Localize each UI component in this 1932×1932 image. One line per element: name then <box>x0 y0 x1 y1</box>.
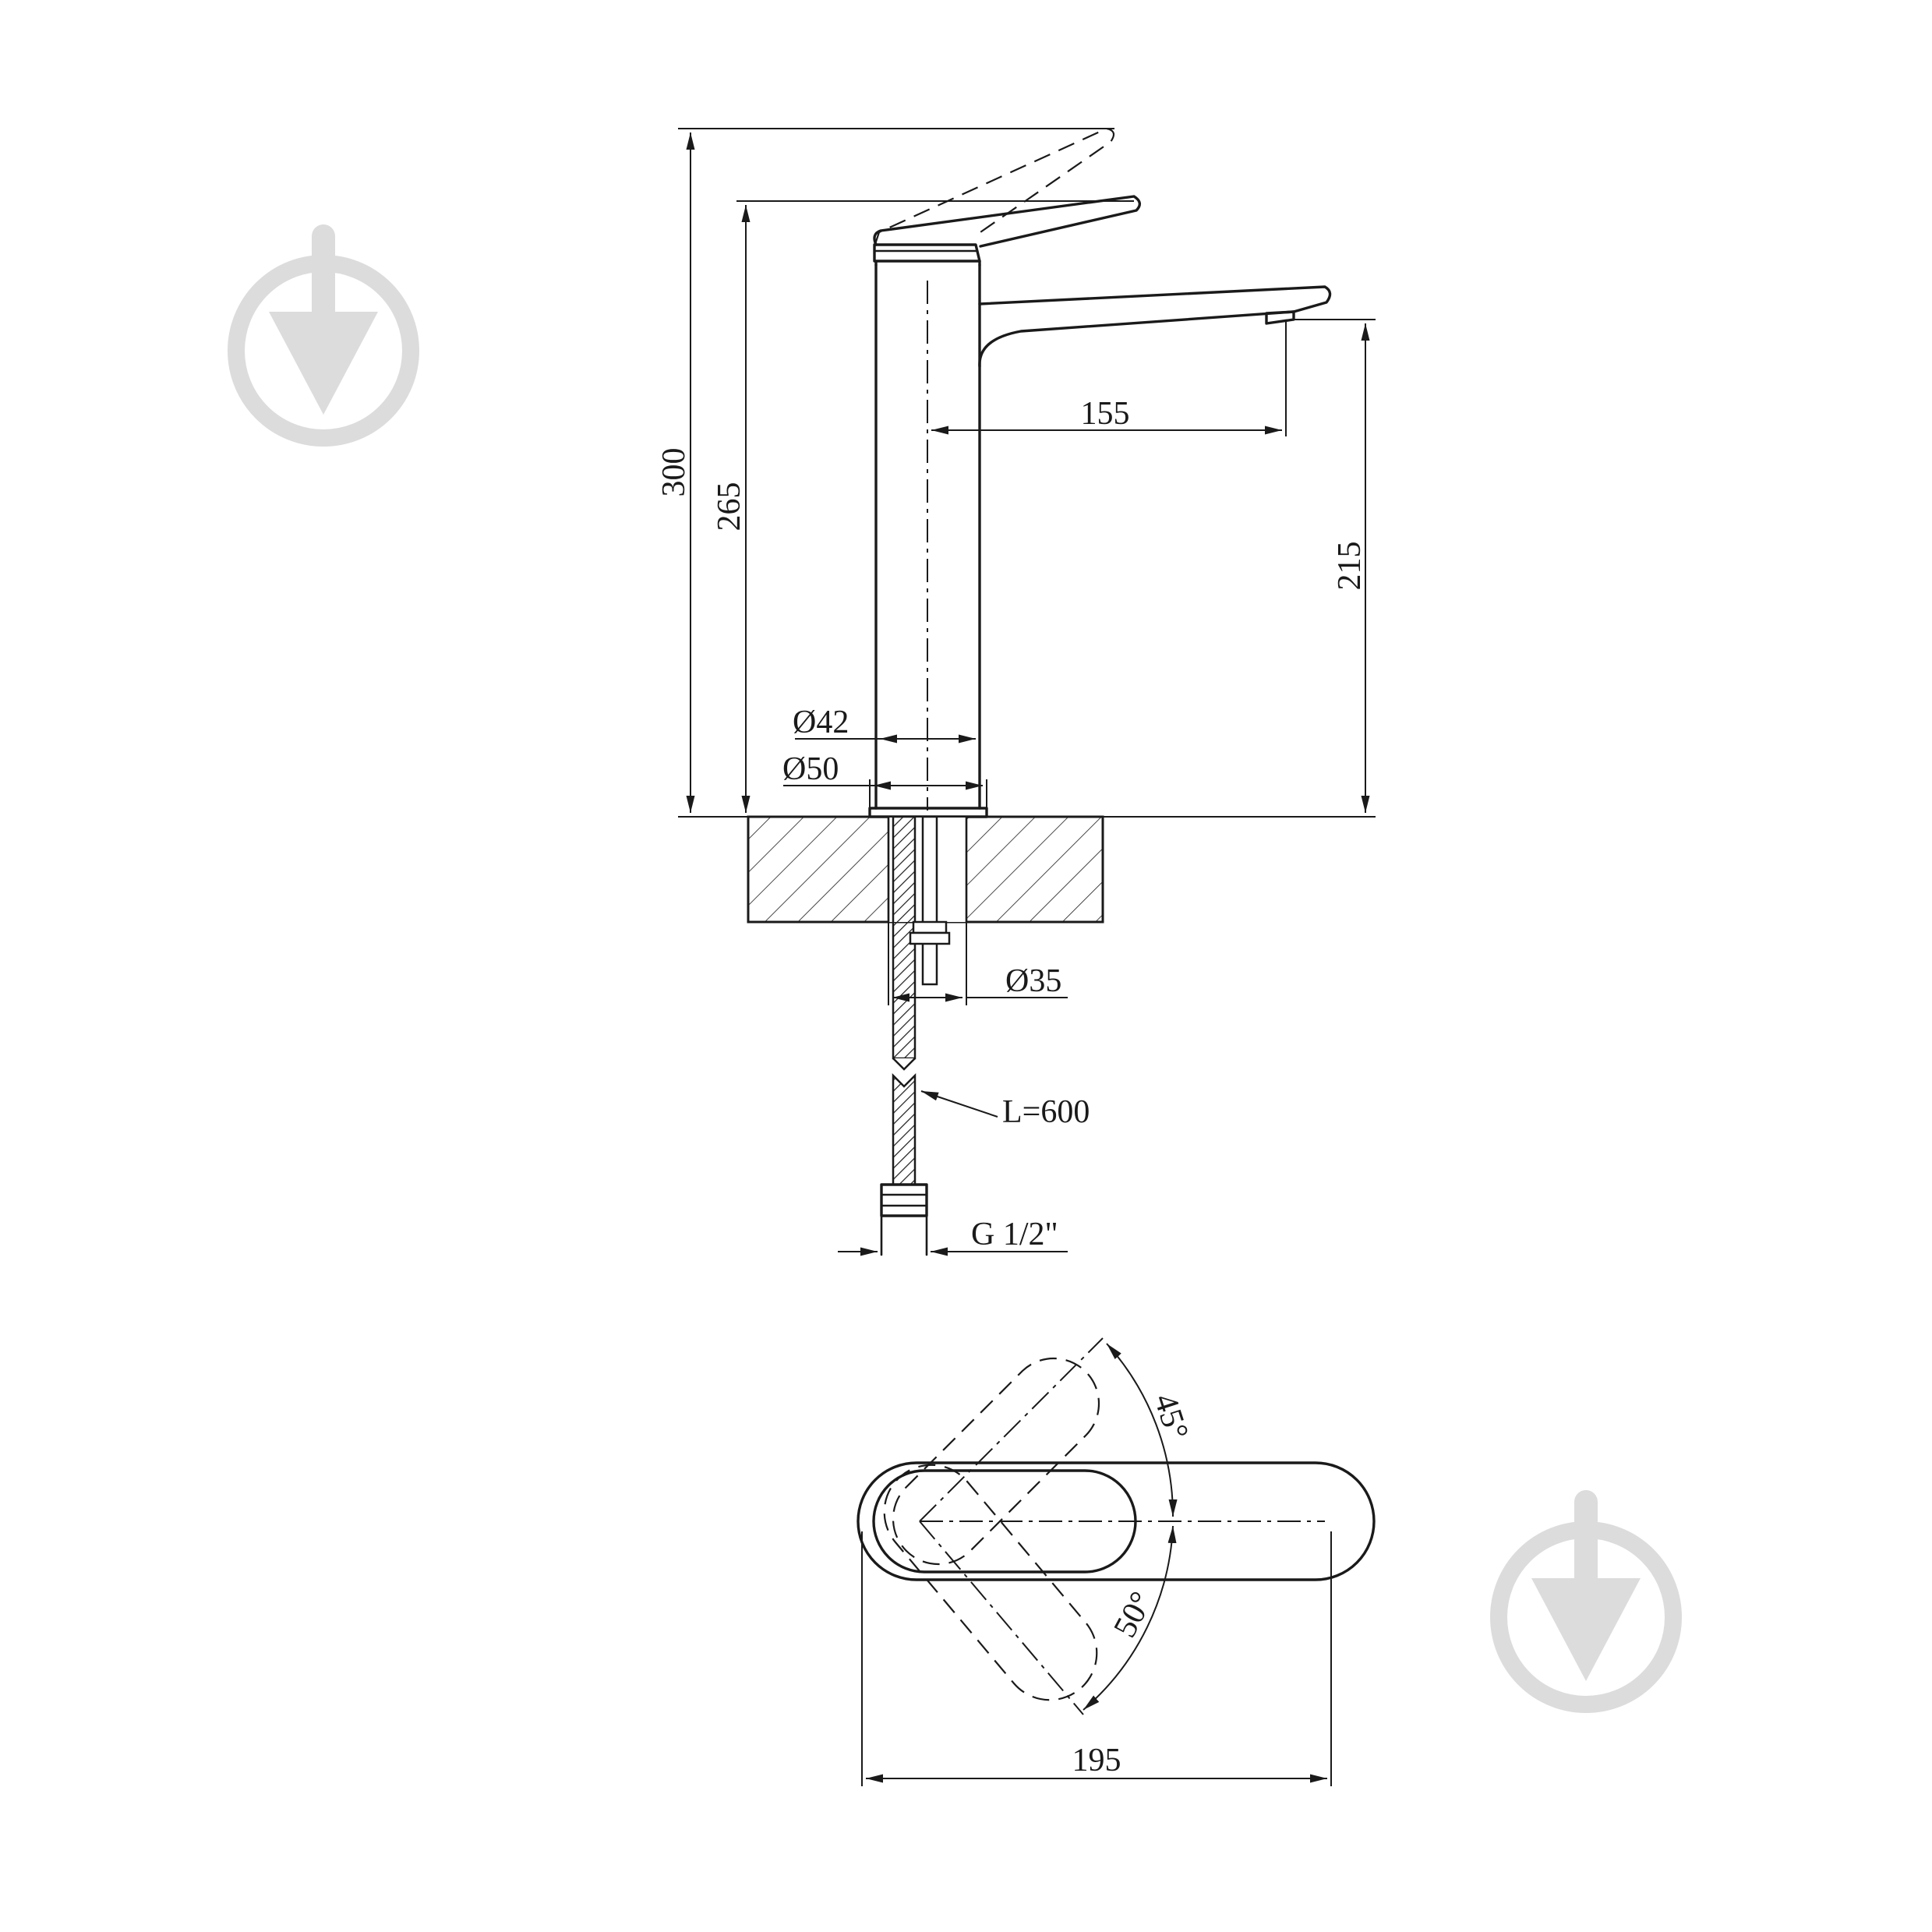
dim-spout-height: 215 <box>1332 542 1368 591</box>
dim-hose-length: L=600 <box>1002 1094 1090 1130</box>
dim-lever-angle-down: 50° <box>1107 1586 1160 1644</box>
dim-lever-angle-up: 45° <box>1146 1390 1195 1444</box>
supply-hose <box>880 815 951 1256</box>
dim-body-diameter: Ø42 <box>793 705 849 740</box>
dim-handle-height: 265 <box>712 482 747 532</box>
watermark-logo-icon <box>228 224 419 447</box>
dim-plan-width: 195 <box>1072 1743 1121 1778</box>
dim-connection-thread: G 1/2" <box>971 1217 1058 1252</box>
faucet-side-view <box>868 127 1332 818</box>
dim-hole-diameter: Ø35 <box>1005 963 1061 999</box>
dim-spout-reach: 155 <box>1081 396 1130 432</box>
faucet-plan-view <box>857 1337 1376 1786</box>
dim-base-diameter: Ø50 <box>782 751 839 787</box>
dim-total-height: 300 <box>656 448 692 497</box>
dimension-lines <box>678 128 1376 1256</box>
watermark-logo-icon <box>1490 1490 1682 1713</box>
